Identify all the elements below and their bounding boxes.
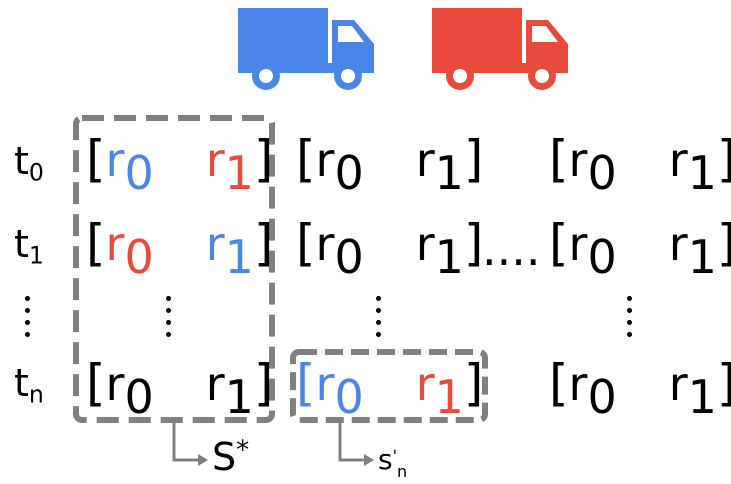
label-s-prime: s'n <box>378 443 408 481</box>
truck-red-icon <box>432 8 568 90</box>
arrow-s-prime <box>338 420 366 462</box>
ellipsis-t1: .... <box>482 222 541 276</box>
dashed-box-s-prime <box>290 349 488 423</box>
time-label-tn: tn <box>14 361 44 409</box>
vertical-dots-c1 <box>376 296 382 344</box>
truck-blue-icon <box>238 8 374 90</box>
arrow-s-star <box>172 420 200 462</box>
vertical-dots-c0 <box>166 296 172 344</box>
label-s-star: S* <box>212 435 250 479</box>
time-label-t0: t0 <box>14 139 44 187</box>
vertical-dots-time <box>25 296 31 344</box>
time-label-t1: t1 <box>14 222 44 270</box>
vertical-dots-c2 <box>627 296 633 344</box>
